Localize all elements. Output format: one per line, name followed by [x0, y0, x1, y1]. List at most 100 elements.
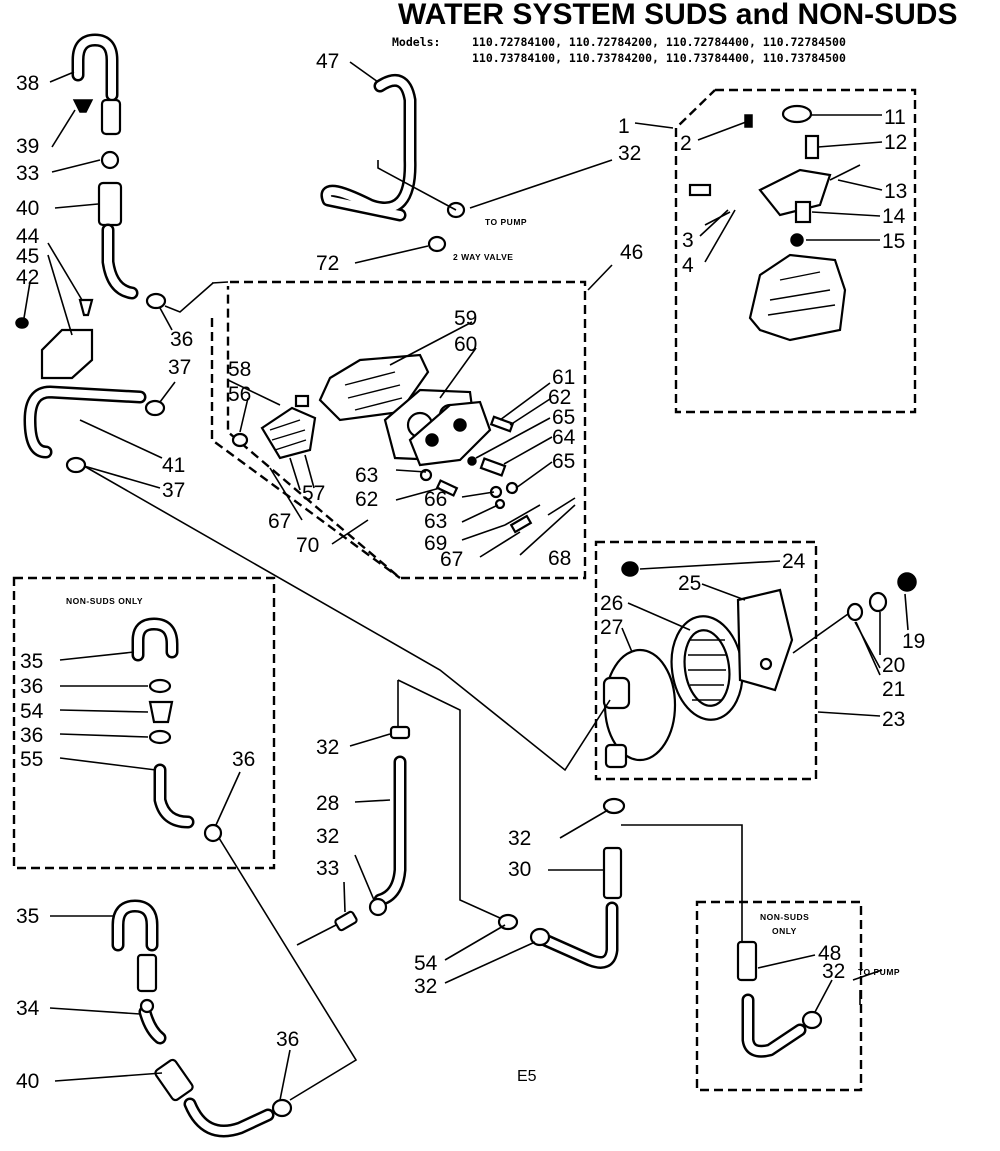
- spring-64: [479, 457, 507, 477]
- callout-45: 45: [16, 245, 39, 268]
- callout-27: 27: [600, 616, 623, 639]
- callout-32-top: 32: [618, 142, 641, 165]
- ring-63b: [494, 498, 506, 510]
- callout-2: 2: [680, 132, 692, 155]
- non-suds-box-left: [12, 576, 276, 870]
- clamp-32c: [368, 897, 388, 917]
- clamp-36c: [148, 729, 172, 745]
- screw-45: [78, 298, 94, 317]
- callout-28: 28: [316, 792, 339, 815]
- callout-19: 19: [902, 630, 925, 653]
- callout-32-mid-2: 32: [316, 825, 339, 848]
- hose-41: [23, 385, 147, 459]
- leader-lines: [23, 61, 909, 1101]
- callout-55: 55: [20, 748, 43, 771]
- terminal-58: [294, 394, 310, 408]
- outlet-27b: [604, 743, 628, 769]
- screw-62a: [489, 415, 515, 433]
- callout-63-lower: 63: [424, 510, 447, 533]
- callout-54-lower: 54: [414, 952, 438, 975]
- valve-body: [758, 168, 832, 217]
- clamp-72: [427, 235, 447, 253]
- clip-39: [72, 99, 94, 113]
- plunger-67a: [509, 514, 533, 534]
- callout-25: 25: [678, 572, 701, 595]
- valve-assembly-1: [688, 104, 861, 342]
- lever-13: [829, 164, 861, 181]
- hose-38: [71, 33, 119, 102]
- clamp-37b: [65, 456, 87, 474]
- fitting-54a: [148, 700, 174, 724]
- cover-61: [408, 400, 492, 467]
- callout-63: 63: [355, 464, 378, 487]
- hose-47: [320, 73, 417, 222]
- solenoid-57: [260, 406, 317, 460]
- callout-72: 72: [316, 252, 339, 275]
- clamp-32d: [602, 797, 626, 815]
- hose-30-elbow: [538, 901, 619, 969]
- hose-55: [153, 763, 195, 829]
- washer-20: [868, 591, 888, 613]
- tub-assembly-box: [594, 540, 818, 781]
- callout-32-right: 32: [508, 827, 531, 850]
- coupling-33: [100, 150, 120, 170]
- clamp-36d: [203, 823, 223, 843]
- two-way-valve-note: 2 WAY VALVE: [453, 252, 513, 262]
- washer-65b: [505, 481, 519, 495]
- non-suds-box-right: [695, 900, 863, 1092]
- hose-41-upper: [101, 223, 139, 300]
- callout-36-bottom: 36: [276, 1028, 299, 1051]
- hose-connector-40: [97, 181, 123, 227]
- callout-23: 23: [882, 708, 905, 731]
- callout-65-lower: 65: [552, 450, 575, 473]
- callout-46: 46: [620, 241, 643, 264]
- clamp-36b: [148, 678, 172, 694]
- clamps: [15, 99, 823, 1118]
- callout-12: 12: [884, 131, 907, 154]
- callout-14: 14: [882, 205, 906, 228]
- callout-68: 68: [548, 547, 571, 570]
- bracket-44: [40, 328, 94, 380]
- callout-36-box-3: 36: [232, 748, 255, 771]
- callout-21: 21: [882, 678, 905, 701]
- callout-41: 41: [162, 454, 185, 477]
- callout-62: 62: [548, 386, 571, 409]
- callout-32-mid: 32: [316, 736, 339, 759]
- lever-3: [688, 183, 712, 197]
- plunger-14: [794, 200, 812, 224]
- coupling-34: [139, 998, 155, 1014]
- callout-13: 13: [884, 180, 907, 203]
- callout-61: 61: [552, 366, 575, 389]
- nut-19: [897, 572, 917, 592]
- hose-48: [736, 940, 758, 982]
- to-pump-note-1: TO PUMP: [485, 217, 527, 227]
- screw-42: [15, 317, 29, 329]
- models-label: Models:: [392, 35, 440, 49]
- hose-35-box: [131, 617, 179, 662]
- cap-11: [781, 104, 813, 124]
- coupling-33b: [334, 910, 358, 932]
- callout-47: 47: [316, 50, 339, 73]
- models-line-2: 110.73784100, 110.73784200, 110.73784400…: [472, 51, 846, 65]
- callout-39: 39: [16, 135, 39, 158]
- callout-65: 65: [552, 406, 575, 429]
- routing-lines: [83, 281, 861, 1101]
- callout-33: 33: [16, 162, 39, 185]
- callout-67: 67: [440, 548, 463, 571]
- non-suds-only-note-2b: ONLY: [772, 926, 797, 936]
- callout-36: 36: [170, 328, 193, 351]
- to-pump-note-2: TO PUMP: [858, 967, 900, 977]
- hose-bottom-elbow: [183, 1097, 275, 1138]
- clamp-32e: [529, 927, 551, 947]
- washer-65a: [467, 456, 477, 466]
- valve-base: [748, 253, 847, 342]
- callout-64: 64: [552, 426, 576, 449]
- callout-24: 24: [782, 550, 806, 573]
- wire-68: [547, 497, 576, 516]
- callout-36-box-2: 36: [20, 724, 43, 747]
- callout-33-mid: 33: [316, 857, 339, 880]
- page-code: E5: [517, 1068, 537, 1085]
- callout-35: 35: [20, 650, 43, 673]
- callout-32-nonsuds: 32: [822, 960, 845, 983]
